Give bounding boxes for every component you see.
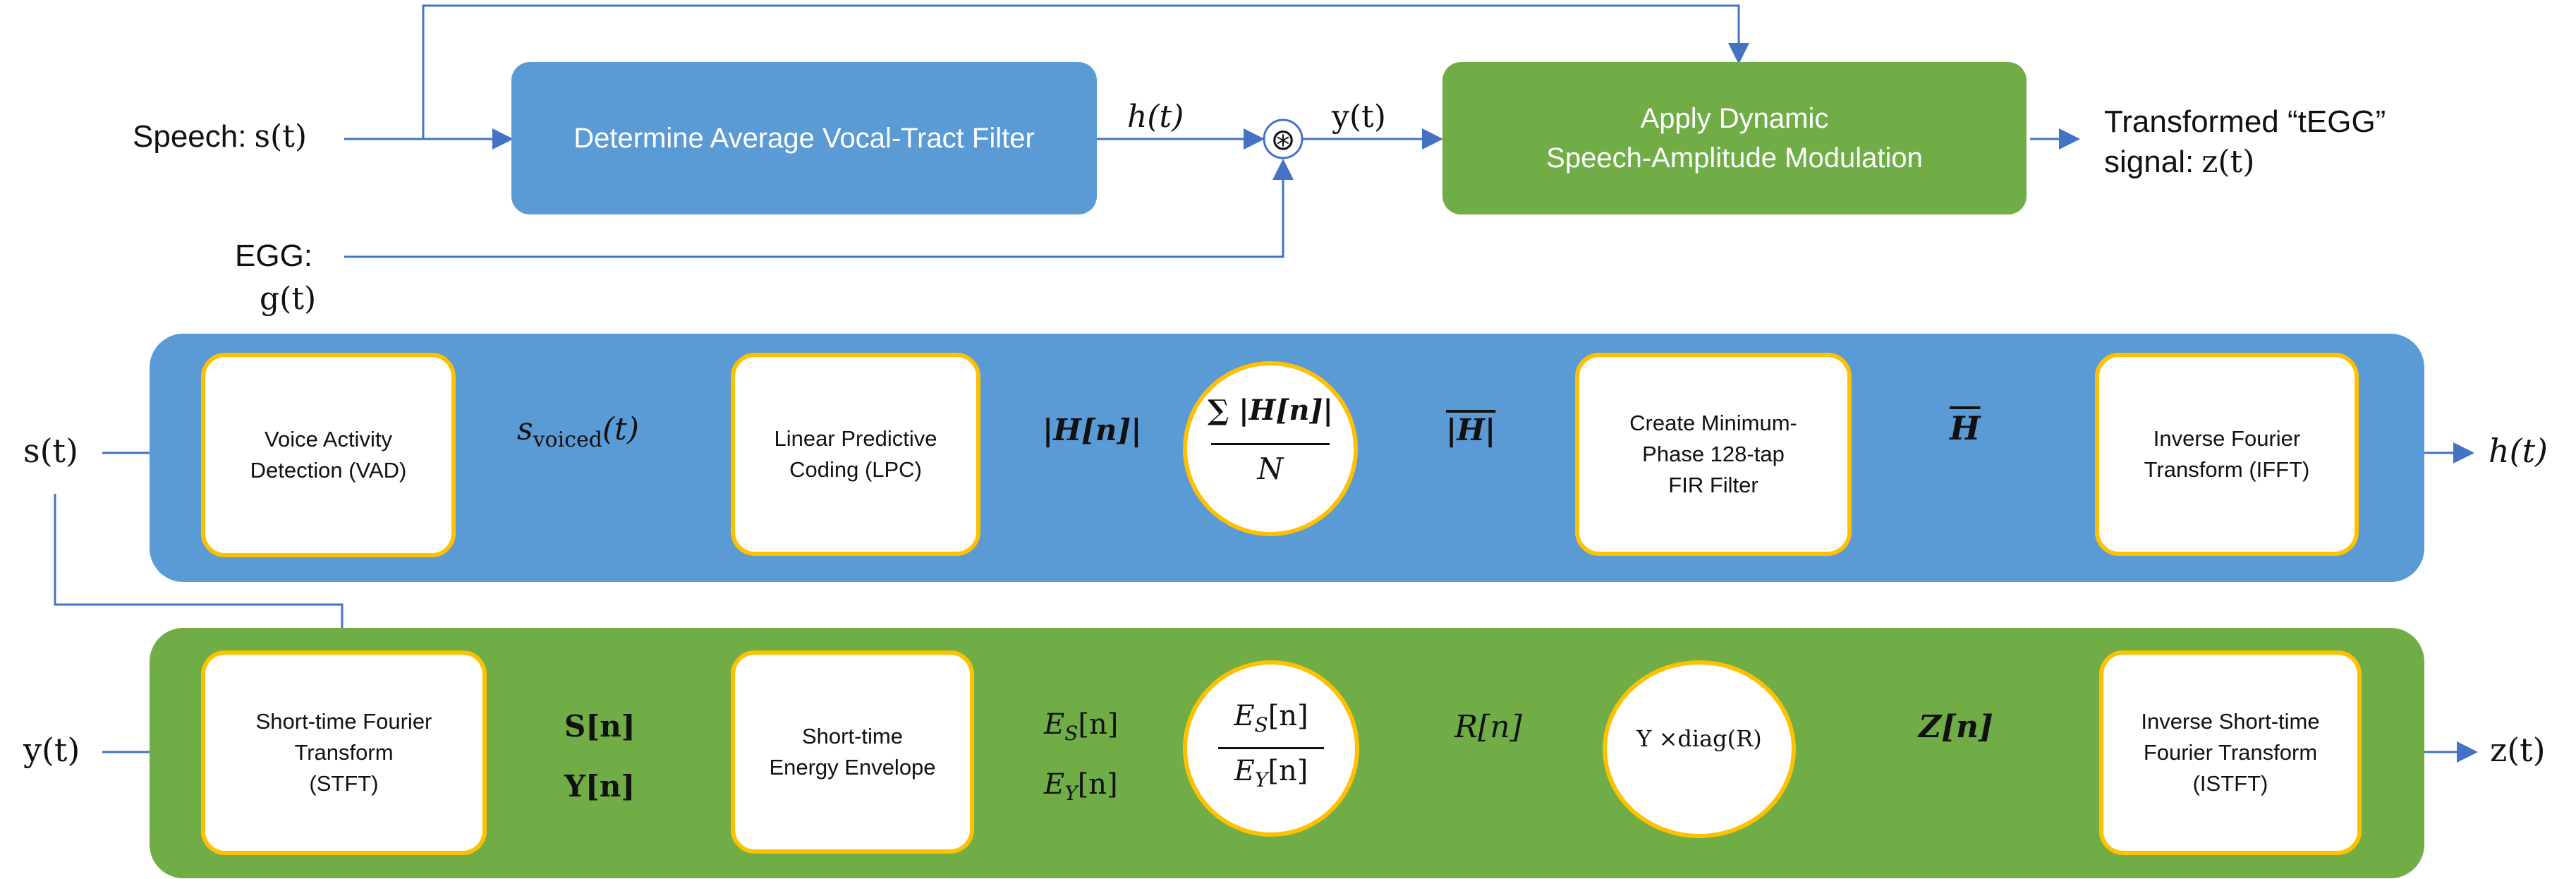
abs-h-label: |H[n]| [1043,413,1142,447]
output-label-line1: Transformed “tEGG” [2104,104,2386,139]
fraction-bar [1211,443,1330,445]
blue-row-output-label: h(t) [2489,432,2548,470]
avg-h-label: |H| [1446,413,1496,447]
istft-box: Inverse Short-time Fourier Transform (IS… [2099,650,2362,855]
egg-input-label: EGG: [235,238,313,273]
R-n-label: R[n] [1454,709,1522,745]
Z-n-label: Z[n] [1919,709,1993,745]
Ey-label: EY[n] [1044,768,1118,805]
energy-ratio-node: ES[n] EY[n] [1183,660,1359,837]
ratio-denominator: EY[n] [1234,755,1308,792]
S-n-label: S[n] [564,709,636,744]
matrix-multiply-node: Y ×diag(R) [1603,660,1796,838]
s-voiced-label: svoiced(t) [517,411,639,452]
ifft-box: Inverse Fourier Transform (IFFT) [2095,353,2359,556]
s-to-stft-line [54,494,353,650]
ratio-fraction-bar [1218,747,1324,749]
green-row-input-label: y(t) [23,731,80,769]
h-bar-label: H [1950,409,1981,447]
blue-row-input-label: s(t) [23,432,78,470]
Y-n-label: Y[n] [564,769,636,804]
green-row-output-label: z(t) [2490,731,2546,769]
sum-denominator: N [1257,451,1284,486]
lpc-box: Linear Predictive Coding (LPC) [731,353,980,556]
vocal-tract-filter-box: Determine Average Vocal-Tract Filter [511,62,1097,214]
sum-numerator: ∑ |H[n]| [1208,394,1333,427]
egg-input-symbol: g(t) [260,281,317,317]
multiply-expression: Y ×diag(R) [1636,725,1762,752]
average-magnitude-node: ∑ |H[n]| N [1183,361,1358,536]
convolution-node [1263,119,1304,159]
stft-box: Short-time Fourier Transform (STFT) [201,650,487,855]
amplitude-modulation-box: Apply Dynamic Speech-Amplitude Modulatio… [1442,62,2027,214]
output-label-line2: signal: z(t) [2104,144,2255,180]
Es-label: ES[n] [1044,708,1119,745]
ratio-numerator: ES[n] [1234,700,1308,736]
speech-input-label: Speech: s(t) [133,119,308,154]
speech-bypass-line [422,4,1749,139]
energy-envelope-box: Short-time Energy Envelope [731,650,974,854]
h-signal-label: h(t) [1127,99,1184,135]
y-signal-label: y(t) [1332,99,1386,135]
fir-filter-box: Create Minimum- Phase 128-tap FIR Filter [1575,353,1852,556]
egg-to-conv-arrow [344,159,1294,258]
convolution-symbol: ⊛ [1270,122,1295,157]
vad-box: Voice Activity Detection (VAD) [201,353,456,557]
